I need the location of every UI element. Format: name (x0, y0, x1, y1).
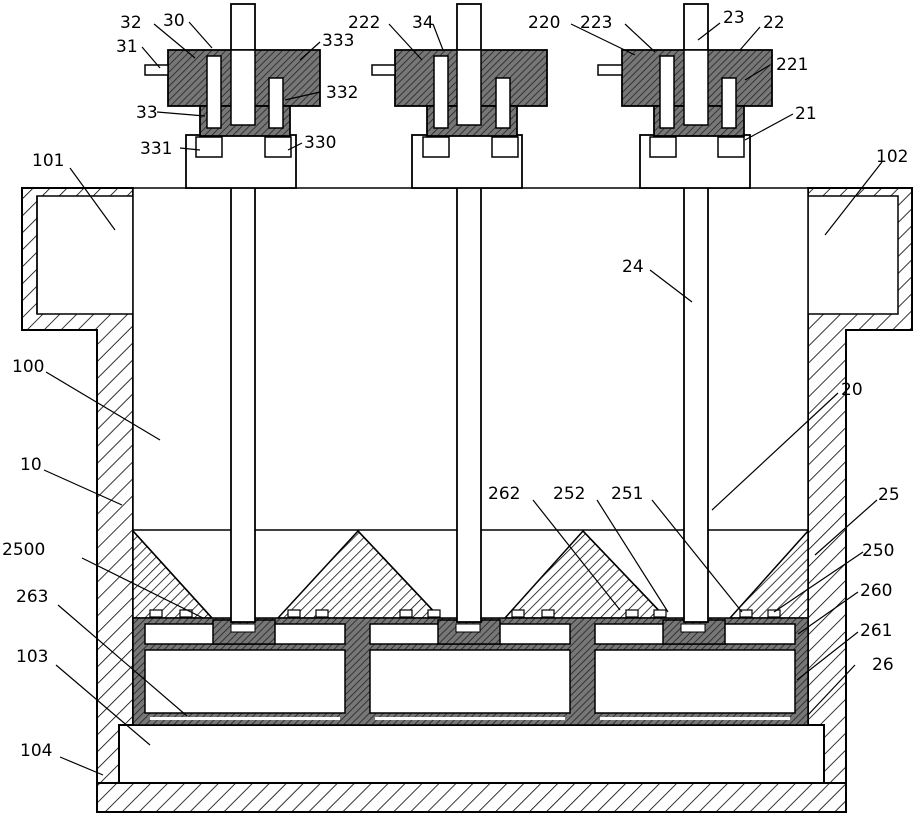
label-262: 262 (488, 484, 520, 504)
inlet-opening (36, 195, 134, 315)
filter-assembly (132, 617, 809, 726)
label-10: 10 (20, 455, 42, 475)
label-222: 222 (348, 13, 380, 33)
label-330: 330 (304, 133, 336, 153)
label-30: 30 (163, 11, 185, 31)
label-32: 32 (120, 13, 142, 33)
housing (21, 187, 913, 813)
label-251: 251 (611, 484, 643, 504)
label-331: 331 (140, 139, 172, 159)
label-20: 20 (841, 380, 863, 400)
labels: 31 32 30 333 33 332 331 330 222 34 220 2… (2, 8, 908, 761)
label-34: 34 (412, 13, 434, 33)
label-223: 223 (580, 13, 612, 33)
hopper-holes (149, 609, 781, 618)
label-26: 26 (872, 655, 894, 675)
drive-heads (144, 49, 773, 158)
label-104: 104 (20, 741, 52, 761)
label-260: 260 (860, 581, 892, 601)
label-261: 261 (860, 621, 892, 641)
label-22: 22 (763, 13, 785, 33)
outlet-opening (807, 195, 899, 315)
shafts (230, 3, 709, 623)
label-102: 102 (876, 147, 908, 167)
label-221: 221 (776, 55, 808, 75)
label-25: 25 (878, 485, 900, 505)
bottom-chamber (118, 724, 825, 784)
label-24: 24 (622, 257, 644, 277)
label-101: 101 (32, 151, 64, 171)
leader-lines (43, 21, 883, 776)
label-220: 220 (528, 13, 560, 33)
label-31: 31 (116, 37, 138, 57)
label-263: 263 (16, 587, 48, 607)
label-252: 252 (553, 484, 585, 504)
label-333: 333 (322, 31, 354, 51)
label-23: 23 (723, 8, 745, 28)
label-103: 103 (16, 647, 48, 667)
label-250: 250 (862, 541, 894, 561)
label-21: 21 (795, 104, 817, 124)
label-2500: 2500 (2, 540, 45, 560)
label-100: 100 (12, 357, 44, 377)
label-332: 332 (326, 83, 358, 103)
label-33: 33 (136, 103, 158, 123)
